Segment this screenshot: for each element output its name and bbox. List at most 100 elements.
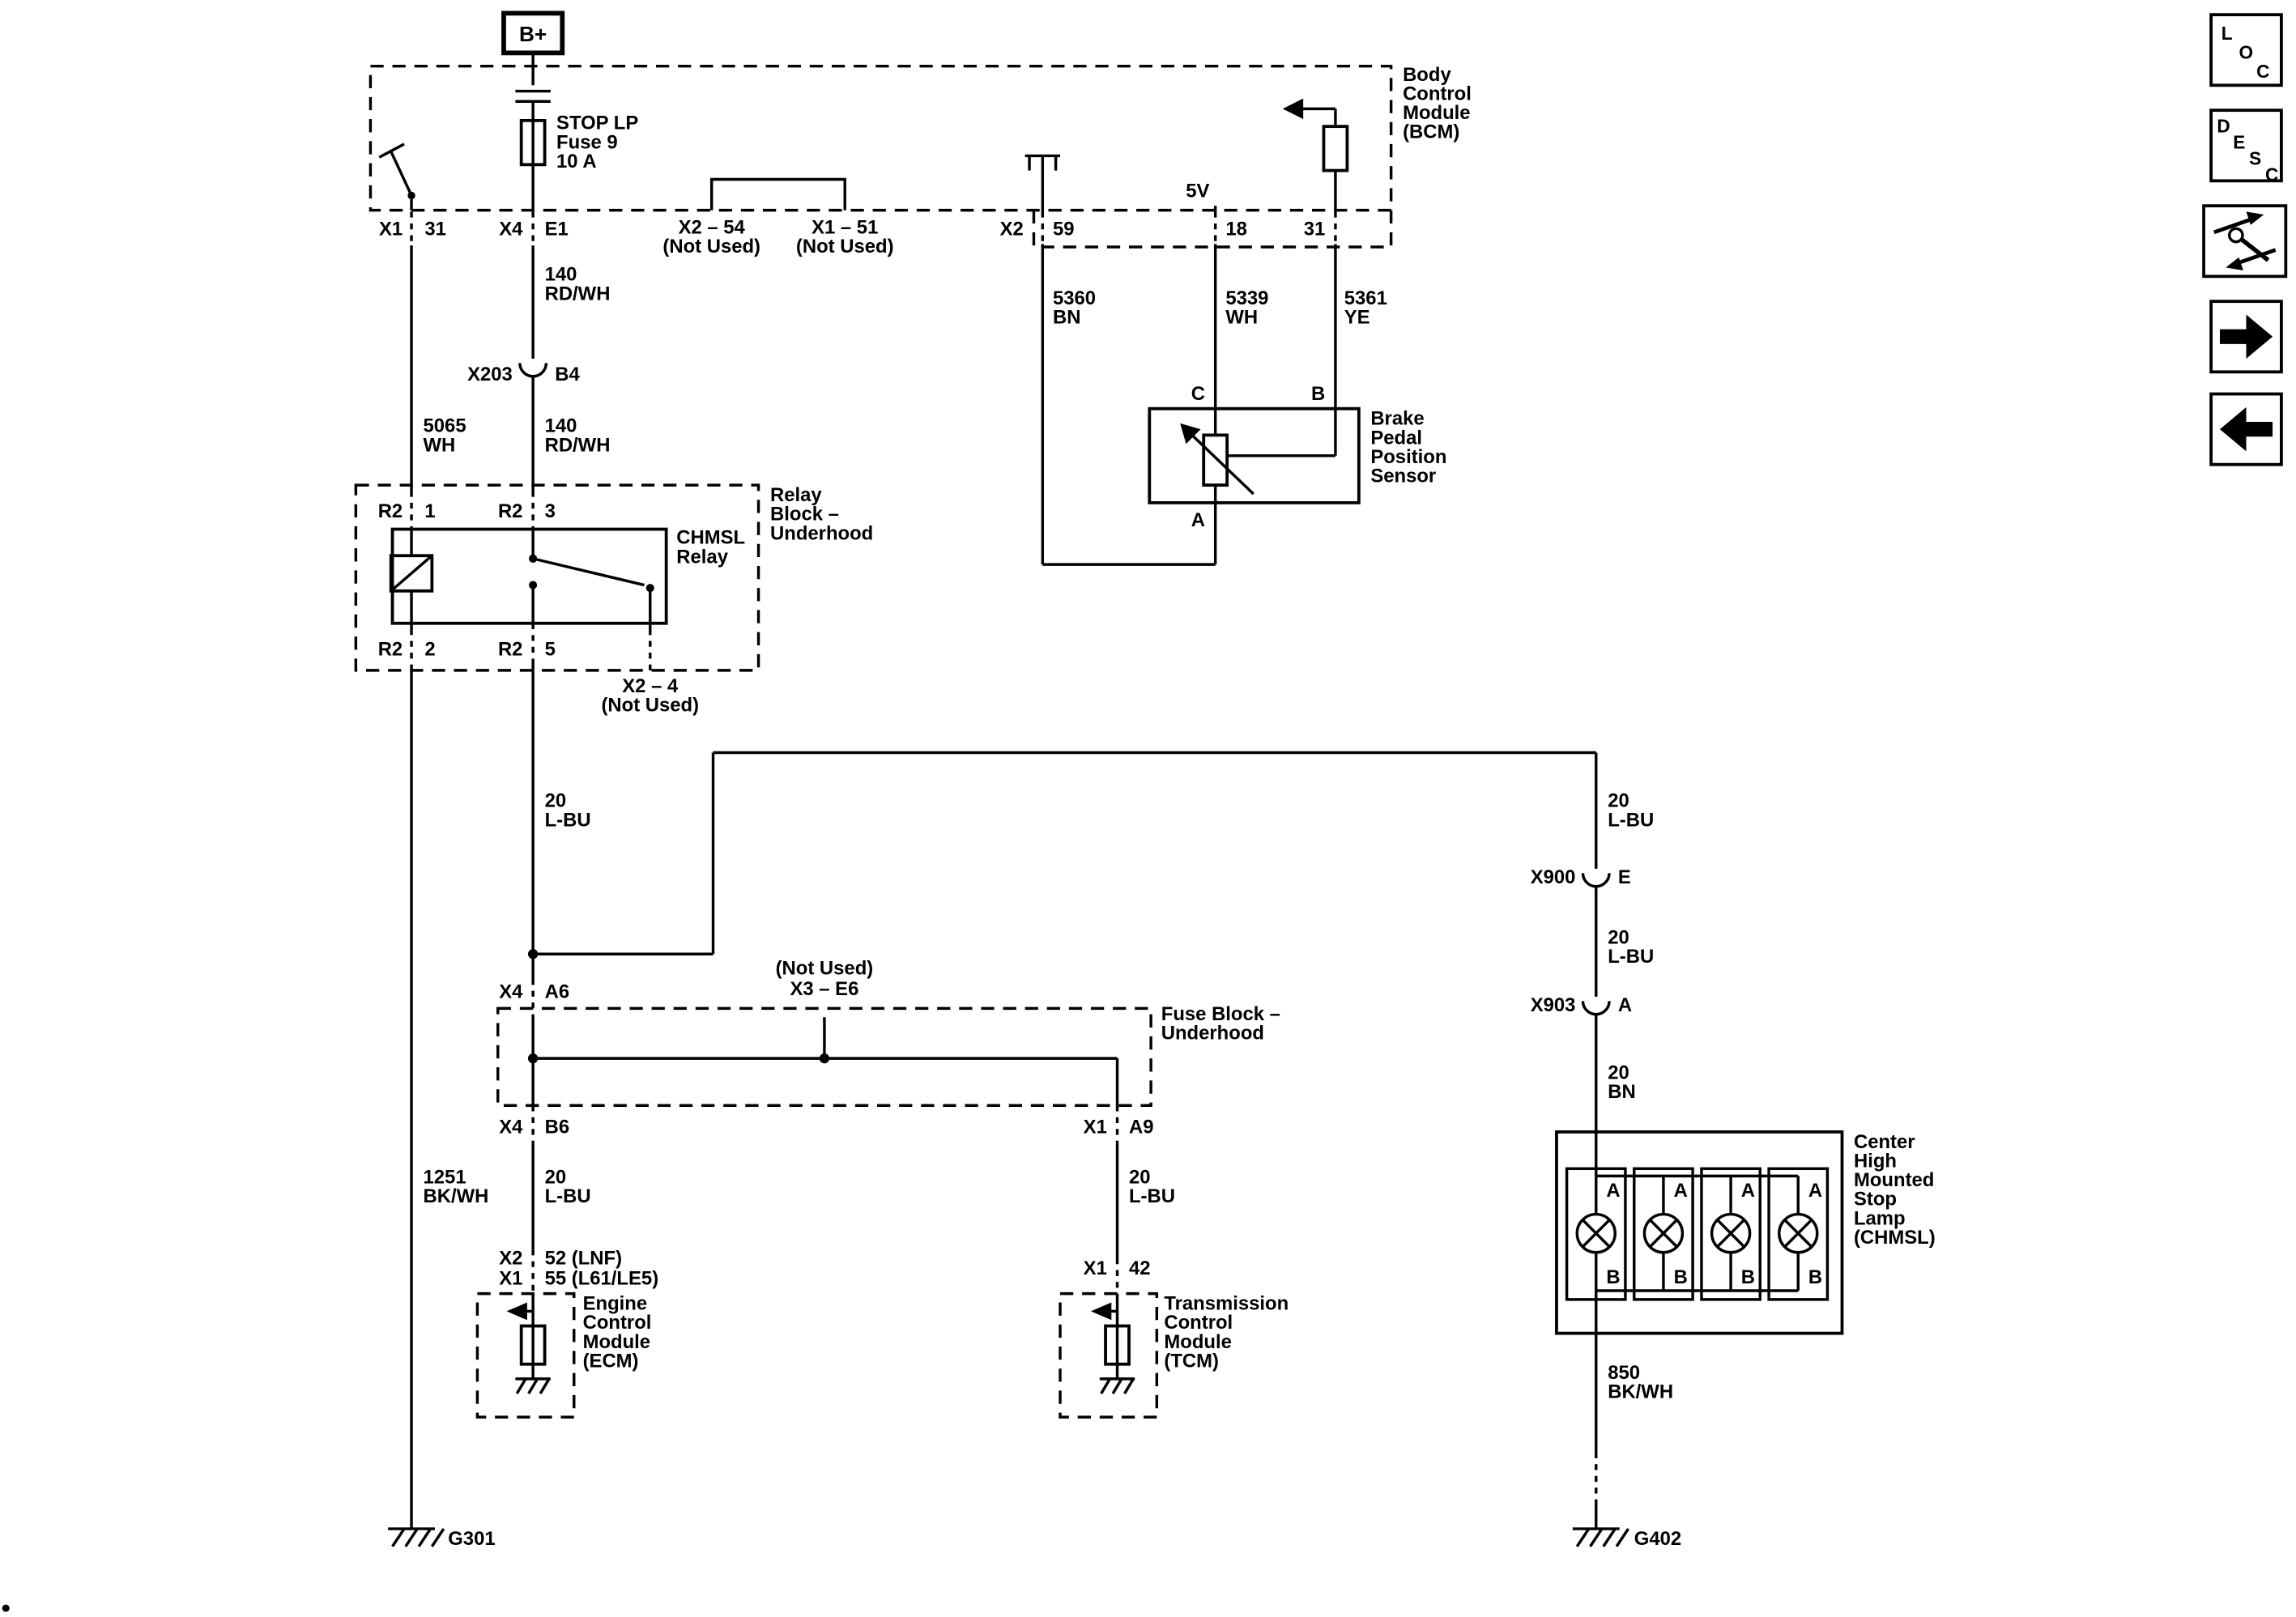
wire-label: 5360 (1053, 287, 1096, 309)
inline-connector-icon (518, 363, 548, 378)
connector-label: X903 (1531, 994, 1576, 1016)
arrow-icon (2226, 257, 2243, 271)
pin-connector: R2 (378, 500, 403, 522)
wire-label: 20 (545, 1166, 567, 1188)
wrench-icon (2228, 227, 2244, 244)
pin-connector: X1 (499, 1268, 522, 1290)
bcm-name: (BCM) (1403, 121, 1459, 143)
sensor-name: Brake (1370, 408, 1424, 430)
pin-number: A9 (1129, 1117, 1154, 1138)
pin-label: X2 – 54 (679, 217, 746, 239)
chmsl-name: Stop (1854, 1189, 1897, 1211)
potentiometer-symbol (1202, 433, 1229, 487)
wire-label: WH (1225, 306, 1258, 328)
pin-connector: R2 (498, 500, 522, 522)
wire-label: L-BU (545, 1185, 591, 1207)
fuse-label: 10 A (556, 151, 597, 172)
wire-label: BN (1608, 1081, 1635, 1103)
relay-name: Relay (676, 546, 728, 568)
pin-number: B (1311, 383, 1325, 405)
tcm-box: Transmission Control Module (TCM) (1059, 1291, 1289, 1419)
tools-button[interactable] (2202, 204, 2288, 279)
lamp-terminal: A (1741, 1180, 1755, 1202)
lamp-terminal: B (1606, 1266, 1620, 1288)
left-arrow-icon (2219, 406, 2273, 452)
wire-lbu-ecm: 20 L-BU X2 52 (LNF) X1 55 (L61/LE5) (499, 1105, 659, 1294)
wiper-arrow-icon (1180, 423, 1201, 445)
wire-coil-ground-leg: 5065 WH 1251 BK/WH (410, 211, 488, 1530)
wire-label: L-BU (1608, 946, 1654, 968)
lamp-terminal: B (1674, 1266, 1688, 1288)
forward-button[interactable] (2209, 300, 2283, 374)
wire-label: RD/WH (545, 434, 611, 456)
wire-label: YE (1344, 306, 1370, 328)
pin-number: 2 (424, 639, 435, 661)
ground-symbol (1099, 1377, 1135, 1394)
fuse-block-name: Underhood (1161, 1022, 1264, 1044)
relay-block-name: Underhood (770, 522, 873, 544)
loc-button[interactable]: L O C (2209, 13, 2283, 87)
ground-symbol (388, 1527, 445, 1547)
lamp-icon (1642, 1212, 1685, 1254)
wire-label: 20 (1608, 926, 1629, 948)
tcm-name: Module (1164, 1331, 1232, 1353)
wire-chmsl-branch: 20 L-BU X900 E 20 L-BU X903 A 20 BN (1531, 752, 1654, 1132)
fuse-block-name: Fuse Block – (1161, 1003, 1280, 1025)
pin-connector: X4 (499, 981, 523, 1003)
pin-number: 3 (545, 500, 556, 522)
bplus-label: B+ (519, 22, 547, 46)
tcm-name: (TCM) (1164, 1350, 1219, 1372)
chmsl-lamps (1565, 1167, 1830, 1301)
wire-label: BN (1053, 306, 1080, 328)
pin-number: 1 (424, 500, 435, 522)
wire-label: BK/WH (1608, 1381, 1673, 1402)
wire-label: 1251 (424, 1166, 466, 1188)
desc-button[interactable]: D E S C (2209, 109, 2283, 185)
ground-g402: 850 BK/WH G402 (1572, 1290, 1681, 1550)
pin-connector: R2 (378, 639, 403, 661)
wire-label: 850 (1608, 1362, 1640, 1384)
sensor-name: Pedal (1370, 427, 1422, 449)
not-used-label: (Not Used) (601, 695, 699, 717)
left-arrow-icon (1090, 1302, 1112, 1321)
tcm-name: Transmission (1164, 1293, 1289, 1315)
pin-connector: X1 (379, 218, 403, 240)
lamp-terminal: A (1606, 1180, 1620, 1202)
bcm-internal-resistor (1282, 98, 1349, 212)
chmsl-name: (CHMSL) (1854, 1227, 1936, 1249)
resistor-symbol (1104, 1324, 1131, 1366)
wire-switched-feed: 140 RD/WH X203 B4 140 RD/WH (467, 211, 610, 526)
connector-label: X203 (467, 364, 513, 385)
back-button[interactable] (2209, 392, 2283, 466)
bcm-name: Body (1403, 64, 1451, 86)
desc-letter: C (2265, 164, 2278, 185)
pin-number: B6 (545, 1117, 569, 1138)
wire-label: WH (424, 434, 456, 456)
brake-pedal-sensor: 5360 BN 5339 WH 5361 YE C B A Brake Peda… (1041, 211, 1446, 566)
relay-name: CHMSL (676, 527, 745, 549)
loc-letter: C (2256, 62, 2269, 82)
relay-contact-arm (532, 557, 645, 587)
pin-number: 55 (L61/LE5) (545, 1268, 659, 1290)
loc-letter: L (2221, 23, 2233, 44)
ecm-name: Module (583, 1331, 651, 1353)
chmsl-box: A A A A B B B B Center High Mounted Stop… (1555, 1130, 1936, 1335)
lamp-terminal: B (1808, 1266, 1822, 1288)
connector-pin-label: A (1618, 994, 1632, 1016)
fuse-label: STOP LP (556, 113, 638, 134)
fuse-symbol (519, 118, 547, 167)
loc-letter: O (2238, 43, 2253, 63)
battery-feed: B+ STOP LP Fuse 9 10 A (501, 11, 638, 212)
bcm-box: Body Control Module (BCM) (368, 64, 1472, 249)
chmsl-relay-box (390, 527, 668, 625)
desc-letter: S (2249, 148, 2261, 168)
wire-label: 20 (1129, 1166, 1151, 1188)
wire-label: L-BU (1608, 809, 1654, 831)
pin-connector: X4 (499, 1117, 523, 1138)
pin-connector: X4 (499, 218, 523, 240)
bcm-pin-labels: X1 31 X4 E1 X2 59 18 31 (379, 218, 1325, 240)
desc-letter: D (2217, 116, 2230, 136)
ground-label: G402 (1634, 1528, 1681, 1550)
bcm-not-used-jumper: X2 – 54 (Not Used) X1 – 51 (Not Used) (662, 177, 894, 257)
